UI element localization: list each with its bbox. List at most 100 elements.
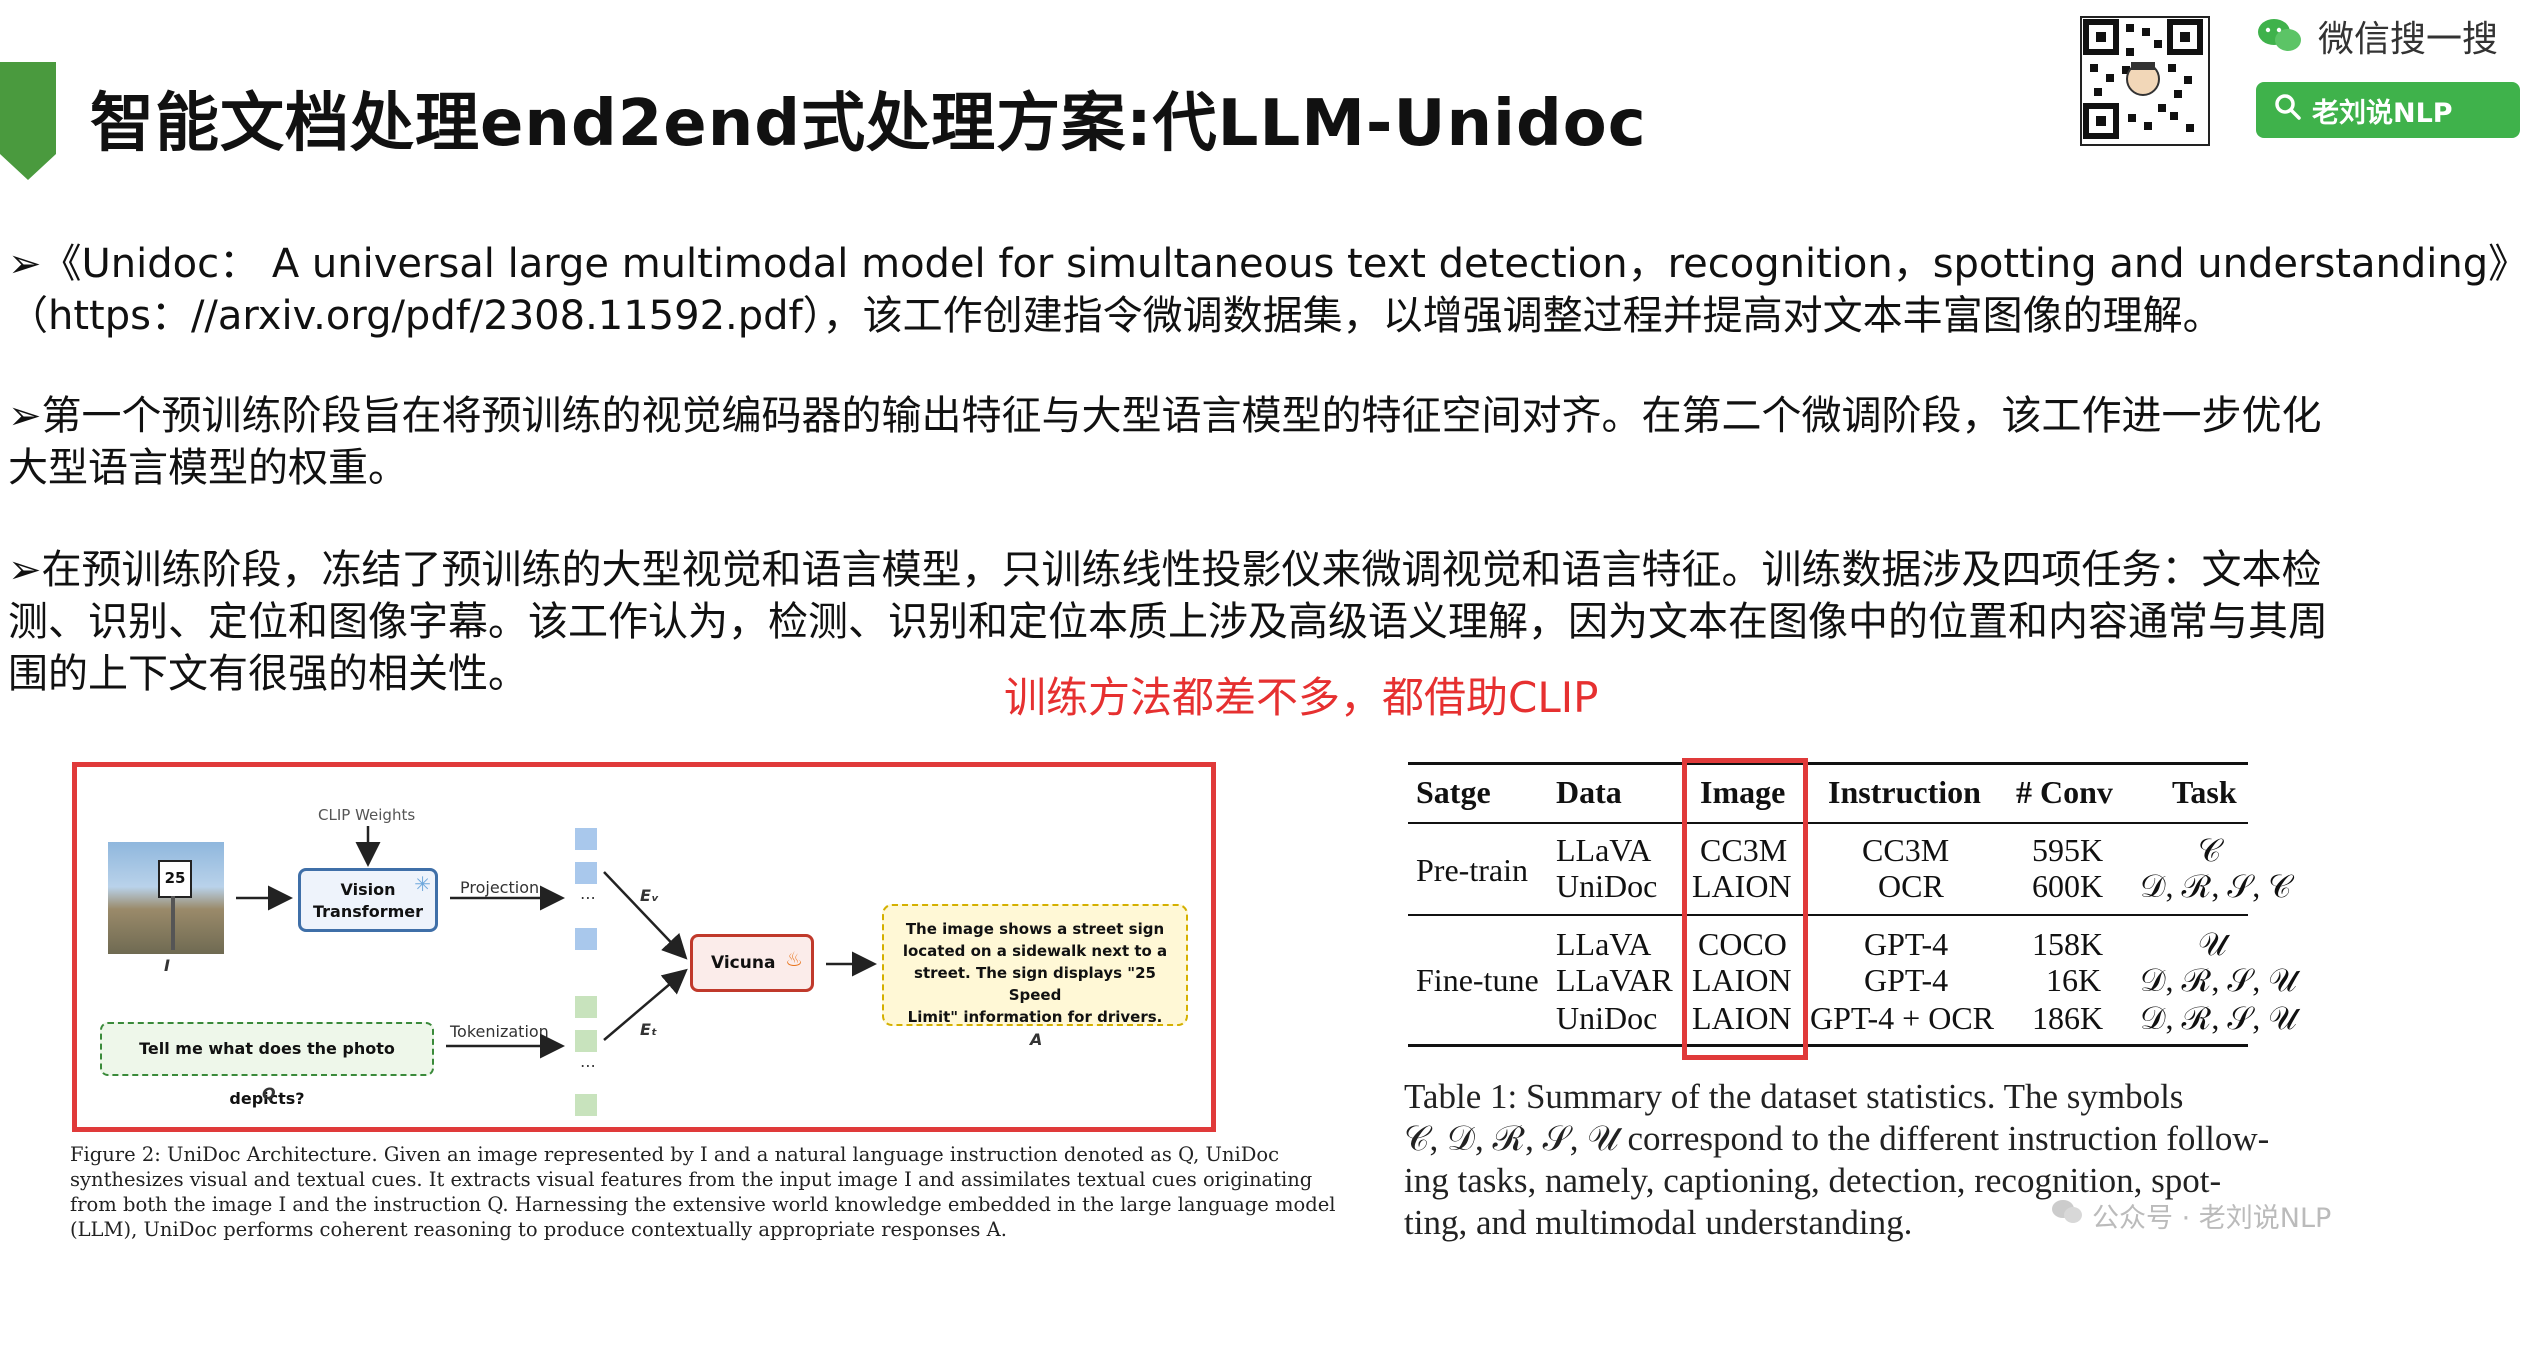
table-cell: GPT-4 + OCR	[1810, 1000, 1995, 1036]
table-caption-line-1: Table 1: Summary of the dataset statisti…	[1404, 1077, 2184, 1116]
table-header-cell: Data	[1556, 774, 1622, 810]
paragraph-2: ➢第一个预训练阶段旨在将预训练的视觉编码器的输出特征与大型语言模型的特征空间对齐…	[8, 390, 2508, 494]
search-icon	[2274, 93, 2302, 128]
table-cell: 158K	[2032, 926, 2104, 962]
table-cell: 186K	[2032, 1000, 2104, 1036]
street-sign-photo: 25	[108, 842, 224, 954]
table-cell: CC3M	[1862, 832, 1950, 868]
vicuna-box: Vicuna ♨	[690, 934, 814, 992]
table-cell: LAION	[1692, 868, 1792, 904]
table-mid-rule	[1408, 914, 2248, 916]
vision-transformer-box: Vision Transformer ✳	[298, 868, 438, 932]
visual-token-ellipsis: ⋯	[580, 888, 596, 907]
wechat-search-row[interactable]: 微信搜一搜	[2256, 12, 2498, 60]
table-cell: LAION	[1692, 1000, 1792, 1036]
vision-transformer-line-2: Transformer	[312, 902, 423, 921]
watermark: 公众号 · 老刘说NLP	[2050, 1196, 2331, 1235]
answer-line-2: located on a sidewalk next to a	[902, 942, 1168, 960]
table-cell: 𝒰	[2198, 926, 2227, 962]
table-cell: 595K	[2032, 832, 2104, 868]
question-text: Tell me what does the photo depicts?	[139, 1039, 395, 1108]
table-header-rule	[1408, 822, 2248, 824]
table-caption-line-3: ing tasks, namely, captioning, detection…	[1404, 1161, 2222, 1200]
table-cell: GPT-4	[1864, 962, 1949, 998]
wechat-icon	[2256, 16, 2304, 56]
search-account-button[interactable]: 老刘说NLP	[2256, 82, 2520, 138]
flame-icon: ♨	[785, 947, 803, 971]
snowflake-icon: ✳	[414, 872, 431, 896]
table-cell: LLaVAR	[1556, 962, 1673, 998]
answer-box: The image shows a street sign located on…	[882, 904, 1188, 1026]
page-title: 智能文档处理end2end式处理方案:代LLM-Unidoc	[90, 87, 1647, 161]
table-cell: COCO	[1698, 926, 1787, 962]
paragraph-2-line-1: ➢第一个预训练阶段旨在将预训练的视觉编码器的输出特征与大型语言模型的特征空间对齐…	[8, 393, 2322, 439]
qr-code-icon[interactable]	[2080, 16, 2210, 146]
question-box: Tell me what does the photo depicts?	[100, 1022, 434, 1108]
paragraph-3-line-2: 测、识别、定位和图像字幕。该工作认为，检测、识别和定位本质上涉及高级语义理解，因…	[8, 599, 2328, 645]
table-cell: LLaVA	[1556, 832, 1652, 868]
table-cell: 𝒟, ℛ, 𝒮, 𝒰	[2140, 1000, 2297, 1036]
paragraph-3: ➢在预训练阶段，冻结了预训练的大型视觉和语言模型，只训练线性投影仪来微调视觉和语…	[8, 544, 2508, 700]
clip-weights-label: CLIP Weights	[318, 806, 416, 824]
answer-line-4: Limit" information for drivers.	[907, 1008, 1163, 1026]
table-cell: LLaVA	[1556, 926, 1652, 962]
table-cell: 16K	[2046, 962, 2102, 998]
wechat-search-label: 微信搜一搜	[2318, 19, 2499, 60]
text-token	[575, 1030, 597, 1052]
table-cell: LAION	[1692, 962, 1792, 998]
paragraph-3-line-1: ➢在预训练阶段，冻结了预训练的大型视觉和语言模型，只训练线性投影仪来微调视觉和语…	[8, 547, 2322, 593]
projection-label: Projection	[460, 878, 540, 897]
paragraph-2-line-2: 大型语言模型的权重。	[8, 445, 408, 491]
table-caption-line-2: 𝒞, 𝒟, ℛ, 𝒮, 𝒰 correspond to the differen…	[1404, 1119, 2270, 1158]
answer-label: A	[1030, 1030, 1043, 1049]
table-cell: UniDoc	[1556, 1000, 1658, 1036]
image-column-highlight	[1682, 758, 1808, 1060]
table-header-cell: Satge	[1416, 774, 1491, 810]
watermark-text: 公众号 · 老刘说NLP	[2092, 1203, 2332, 1234]
table-cell: GPT-4	[1864, 926, 1949, 962]
visual-token	[575, 862, 597, 884]
table-header-cell: Instruction	[1828, 774, 1981, 810]
text-token	[575, 1094, 597, 1116]
dataset-table: Satge Data Image Instruction # Conv Task…	[1408, 760, 2297, 1050]
vicuna-label: Vicuna	[711, 953, 776, 973]
wechat-watermark-icon	[2050, 1198, 2084, 1233]
figure-caption: Figure 2: UniDoc Architecture. Given an …	[70, 1142, 1336, 1242]
figure-caption-line-4: (LLM), UniDoc performs coherent reasonin…	[70, 1218, 1007, 1241]
table-cell: 𝒟, ℛ, 𝒮, 𝒞	[2140, 868, 2292, 904]
table-caption: Table 1: Summary of the dataset statisti…	[1404, 1076, 2292, 1244]
title-accent-tab	[0, 62, 56, 180]
tokenization-label: Tokenization	[450, 1022, 549, 1041]
vision-transformer-line-1: Vision	[340, 880, 396, 899]
figure-caption-line-3: from both the image I and the instructio…	[70, 1193, 1336, 1216]
text-embedding-label: Eₜ	[640, 1020, 658, 1039]
figure-highlight-frame	[72, 762, 1216, 1132]
figure-caption-line-1: Figure 2: UniDoc Architecture. Given an …	[70, 1143, 1280, 1166]
visual-token	[575, 828, 597, 850]
table-cell: 𝒞	[2198, 832, 2222, 868]
question-label: Q	[262, 1084, 276, 1103]
sign-text: 25	[158, 860, 192, 898]
paragraph-1: ➢《Unidoc： A universal large multimodal m…	[8, 238, 2529, 342]
table-bottom-rule	[1408, 1044, 2248, 1047]
table-top-rule	[1408, 762, 2248, 765]
table-cell: 600K	[2032, 868, 2104, 904]
visual-token	[575, 928, 597, 950]
table-header-cell: # Conv	[2016, 774, 2113, 810]
text-token-ellipsis: ⋯	[580, 1056, 596, 1075]
table-cell: UniDoc	[1556, 868, 1658, 904]
table-header-cell: Image	[1700, 774, 1786, 810]
stage-pretrain: Pre-train	[1416, 852, 1528, 888]
paragraph-1-line-1: ➢《Unidoc： A universal large multimodal m…	[8, 241, 2529, 287]
search-button-label: 老刘说NLP	[2312, 97, 2453, 129]
table-cell: OCR	[1878, 868, 1944, 904]
table-caption-line-4: ting, and multimodal understanding.	[1404, 1203, 1913, 1242]
figure-caption-line-2: synthesizes visual and textual cues. It …	[70, 1168, 1313, 1191]
text-token	[575, 996, 597, 1018]
table-header-cell: Task	[2172, 774, 2237, 810]
visual-embedding-label: Eᵥ	[640, 886, 659, 905]
red-annotation: 训练方法都差不多，都借助CLIP	[1004, 673, 1599, 722]
answer-line-3: street. The sign displays "25 Speed	[914, 964, 1156, 1004]
diagram-arrows	[236, 826, 877, 1059]
paragraph-1-line-2: （https：//arxiv.org/pdf/2308.11592.pdf），该…	[8, 293, 2223, 339]
